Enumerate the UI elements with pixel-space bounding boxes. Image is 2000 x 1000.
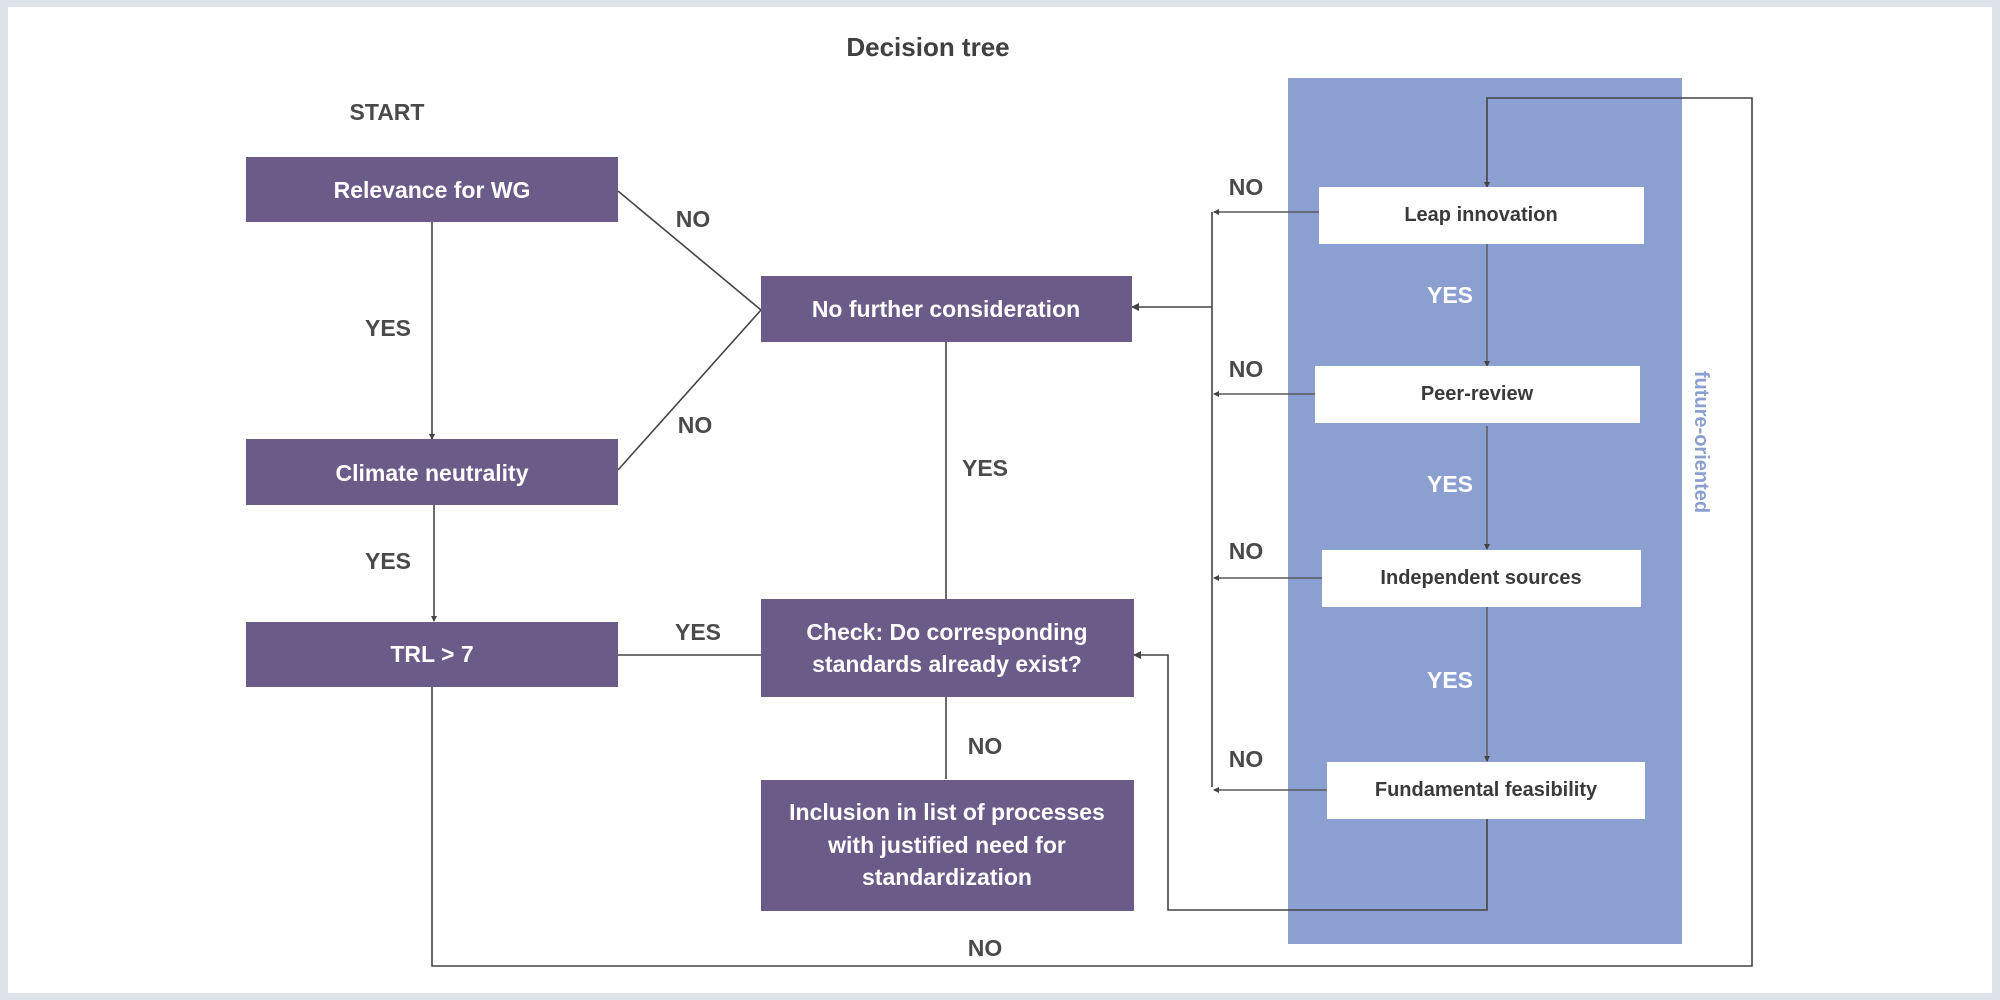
node-trl: TRL > 7 xyxy=(246,622,618,687)
node-check: Check: Do corresponding standards alread… xyxy=(761,599,1134,697)
edge-label-trl-no: NO xyxy=(968,935,1003,961)
edge-relevance-nofurther xyxy=(617,190,762,311)
edge-label-climate-yes: YES xyxy=(365,548,411,574)
edge-label-relevance-no: NO xyxy=(676,206,711,232)
node-no-further: No further consideration xyxy=(761,276,1132,342)
edge-label-check-no: NO xyxy=(968,733,1003,759)
edge-label-leap-yes: YES xyxy=(1427,282,1473,308)
node-leap-label: Leap innovation xyxy=(1404,204,1557,226)
edge-climate-nofurther xyxy=(617,309,762,471)
node-fundamental-label: Fundamental feasibility xyxy=(1375,779,1598,801)
future-oriented-label: future-oriented xyxy=(1690,371,1712,513)
edge-label-check-yes: YES xyxy=(962,455,1008,481)
node-check-line-2: standards already exist? xyxy=(812,651,1082,677)
node-climate-label: Climate neutrality xyxy=(336,460,529,486)
node-independent-label: Independent sources xyxy=(1380,567,1581,589)
edge-label-trl-yes: YES xyxy=(675,619,721,645)
node-check-line-1: Check: Do corresponding xyxy=(806,619,1087,645)
start-label: START xyxy=(350,99,425,125)
edge-label-independent-yes: YES xyxy=(1427,667,1473,693)
node-climate: Climate neutrality xyxy=(246,439,618,505)
edge-label-peer-no: NO xyxy=(1229,356,1264,382)
decision-tree-diagram: future-oriented Decision tree START Rele… xyxy=(246,32,1753,967)
edge-label-fundamental-no: NO xyxy=(1229,746,1264,772)
edge-trl-no-loop xyxy=(431,97,1753,967)
edge-label-peer-yes: YES xyxy=(1427,471,1473,497)
node-relevance-label: Relevance for WG xyxy=(334,177,531,203)
edge-label-independent-no: NO xyxy=(1229,538,1264,564)
edge-label-leap-no: NO xyxy=(1229,174,1264,200)
node-independent: Independent sources xyxy=(1322,550,1641,607)
node-relevance: Relevance for WG xyxy=(246,157,618,222)
diagram-frame: future-oriented Decision tree START Rele… xyxy=(8,7,1992,993)
edge-label-relevance-yes: YES xyxy=(365,315,411,341)
node-inclusion-line-3: standardization xyxy=(862,864,1032,890)
node-inclusion: Inclusion in list of processes with just… xyxy=(761,780,1134,911)
diagram-title: Decision tree xyxy=(846,32,1009,62)
node-fundamental: Fundamental feasibility xyxy=(1327,762,1645,819)
node-trl-label: TRL > 7 xyxy=(390,641,473,667)
node-inclusion-line-2: with justified need for xyxy=(827,832,1066,858)
node-leap: Leap innovation xyxy=(1319,187,1644,244)
node-peer-label: Peer-review xyxy=(1421,383,1534,405)
edge-label-climate-no: NO xyxy=(678,412,713,438)
edge-fundamental-check xyxy=(1133,651,1488,911)
node-no-further-label: No further consideration xyxy=(812,296,1080,322)
node-peer: Peer-review xyxy=(1315,366,1640,423)
node-inclusion-line-1: Inclusion in list of processes xyxy=(789,799,1105,825)
